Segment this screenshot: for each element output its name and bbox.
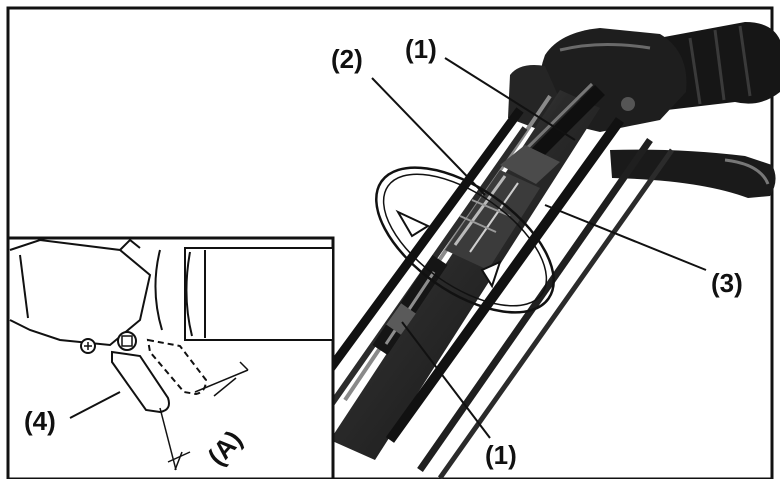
rotation-direction-ring [375, 166, 555, 314]
callout-cable-bottom: (1) [485, 440, 517, 470]
callout-adjuster: (2) [331, 44, 363, 74]
callout-cable-top: (1) [405, 34, 437, 64]
callout-locknut: (3) [711, 268, 743, 298]
handlebar-assembly [296, 22, 780, 479]
inset-detail [6, 236, 335, 479]
callout-lever: (4) [24, 406, 56, 436]
callout-leaders [371, 57, 707, 439]
